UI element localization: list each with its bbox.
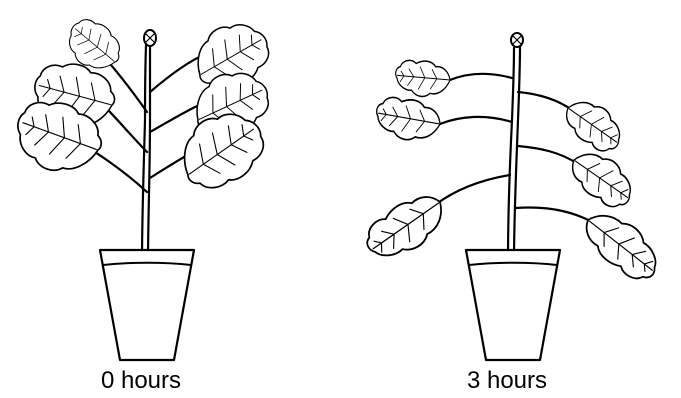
pot-right [466,250,560,360]
leaf-drooping-3 [359,185,454,270]
leaf-drooping-6 [576,202,669,288]
caption-3-hours: 3 hours [407,367,607,395]
stem-drooping [435,45,592,262]
leaf-drooping-4 [558,92,630,158]
pot-left [100,250,194,360]
bud-drooping [511,33,523,47]
bud-upright [144,30,156,46]
leaf-drooping-2 [373,94,444,145]
caption-0-hours: 0 hours [41,367,241,395]
leaf-drooping-1 [394,59,452,99]
plant-drooping [359,33,669,360]
plant-upright [6,11,278,360]
leaf-drooping-5 [563,143,642,215]
